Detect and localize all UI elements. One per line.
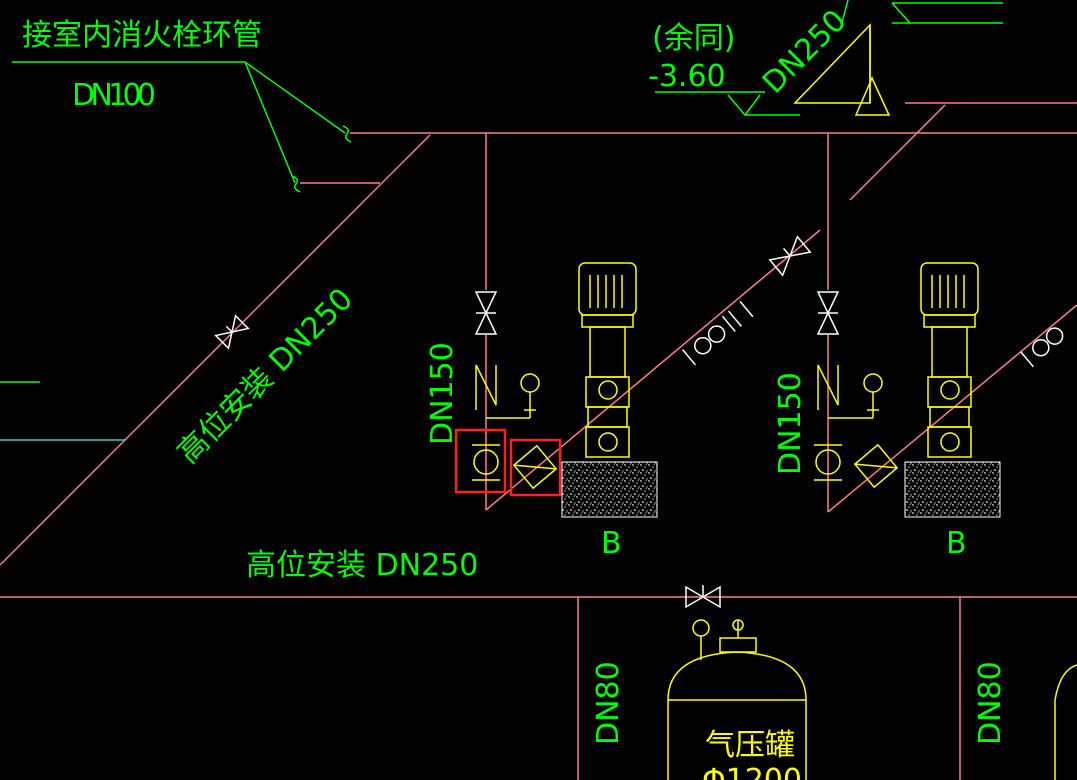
gate-valve-suction: [685, 585, 721, 609]
flexible-joint-2: [1020, 327, 1064, 368]
equipment: [472, 23, 899, 490]
pressure-tank-size: Φ1200: [702, 763, 802, 780]
highlight-box-strainer[interactable]: [509, 438, 562, 497]
elev-marker: [727, 94, 761, 117]
strainer-1: [512, 444, 558, 490]
gate-valve-riser-2: [816, 291, 840, 335]
check-valve-2: [817, 364, 839, 406]
pump-base-1: [561, 461, 658, 518]
pump-2: [920, 262, 979, 458]
union-riser-1: [472, 444, 500, 481]
diagonal-main-pipe: [0, 134, 431, 566]
dn150-label-1: DN150: [425, 342, 460, 445]
pump-1: [578, 262, 637, 458]
left-pipes: [0, 381, 125, 441]
pressure-gauge-2: [828, 373, 883, 419]
high-install-diag-label: 高位安装 DN250: [171, 282, 360, 471]
pressure-tank: [667, 619, 1077, 780]
high-install-horizontal-label: 高位安装 DN250: [246, 548, 478, 583]
pressure-gauge-1: [486, 373, 540, 419]
loop-pipe-label: 接室内消火栓环管: [22, 18, 262, 53]
same-note-label: (余同): [652, 21, 735, 56]
pump-b-label-2: B: [946, 526, 967, 561]
union-riser-2: [814, 444, 842, 481]
flexible-joint-1: [682, 300, 754, 366]
dn80-label-2: DN80: [973, 661, 1008, 745]
diagonal-pipe-pump-2: [827, 304, 1077, 513]
gate-valve-diagonal: [214, 314, 250, 350]
pump-base-2: [904, 461, 1001, 518]
dn80-label-1: DN80: [591, 661, 626, 745]
diag-pipe-top-right: [849, 104, 946, 201]
dn250-top-label: DN250: [756, 3, 853, 100]
gate-valve-riser-1: [474, 291, 498, 335]
dn150-label-2: DN150: [773, 372, 808, 475]
gate-valve-diag-pump: [768, 235, 812, 277]
check-valve-1: [475, 364, 497, 406]
highlight-box-union[interactable]: [454, 428, 507, 494]
dn100-label: DN100: [72, 78, 156, 113]
pipe-network: [0, 102, 1077, 780]
pressure-tank-label: 气压罐: [705, 728, 795, 763]
pipe-break-mark-1: [342, 125, 352, 143]
strainer-2: [853, 443, 899, 489]
annotations: [12, 0, 1003, 193]
valves: [214, 235, 1064, 609]
leader-line-1: [244, 61, 346, 134]
diagonal-pipe-pump-1: [485, 229, 821, 511]
pipe-break-mark-2: [291, 175, 301, 193]
pump-b-label-1: B: [601, 526, 622, 561]
leader-line-2: [244, 61, 296, 184]
elevation-label: -3.60: [648, 59, 726, 94]
elevation-triangle: [854, 76, 891, 116]
